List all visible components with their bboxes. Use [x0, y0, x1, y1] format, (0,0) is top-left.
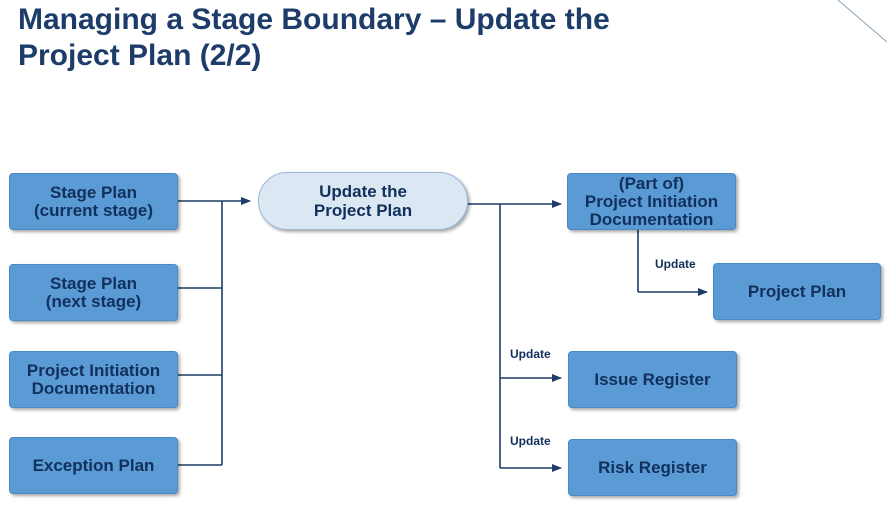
slide-title-line1: Managing a Stage Boundary – Update the [18, 3, 610, 36]
output-issue-register-label: Issue Register [594, 369, 711, 389]
input-label-line1: Stage Plan [50, 273, 137, 293]
output-risk-register: Risk Register [568, 439, 737, 496]
input-label-line1: Stage Plan [50, 182, 137, 202]
process-label-line1: Update the [319, 182, 407, 201]
output-pid-line2: Project Initiation [584, 191, 719, 211]
input-stage-plan-current: Stage Plan (current stage) [9, 173, 178, 230]
output-project-plan: Project Plan [713, 263, 881, 320]
input-label-line2: (next stage) [45, 291, 142, 311]
output-pid-line1: (Part of) [618, 173, 685, 193]
input-label-line2: Documentation [31, 378, 156, 398]
output-project-plan-label: Project Plan [747, 281, 847, 301]
input-exception-plan: Exception Plan [9, 437, 178, 494]
process-update-project-plan: Update the Project Plan [258, 172, 468, 230]
output-risk-register-label: Risk Register [598, 457, 707, 477]
slide-title: Managing a Stage Boundary – Update the P… [18, 2, 778, 74]
update-label-project-plan: Update [655, 257, 696, 271]
input-label-line1: Project Initiation [26, 360, 161, 380]
output-pid: (Part of) Project Initiation Documentati… [567, 173, 736, 230]
update-label-risk-register: Update [510, 434, 551, 448]
input-label-line1: Exception Plan [32, 455, 155, 475]
output-pid-line3: Documentation [589, 209, 714, 229]
slide-title-line2: Project Plan (2/2) [18, 39, 262, 72]
input-label-line2: (current stage) [33, 200, 154, 220]
update-label-issue-register: Update [510, 347, 551, 361]
input-stage-plan-next: Stage Plan (next stage) [9, 264, 178, 321]
output-issue-register: Issue Register [568, 351, 737, 408]
input-project-initiation-documentation: Project Initiation Documentation [9, 351, 178, 408]
process-label-line2: Project Plan [313, 201, 413, 220]
